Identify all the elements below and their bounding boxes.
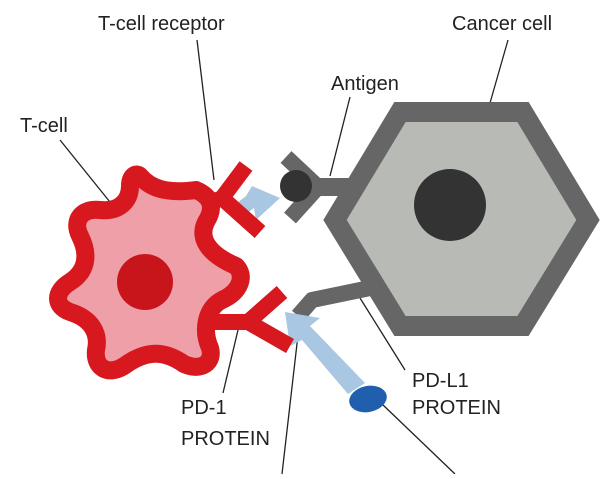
label-pd-l1-protein: PROTEIN xyxy=(412,397,501,419)
leader-lines xyxy=(59,39,509,475)
leader-pd-1 xyxy=(222,329,239,394)
t-cell-nucleus xyxy=(117,254,173,310)
cancer-cell xyxy=(323,102,600,336)
pd-l1-protein xyxy=(291,280,372,322)
leader-blocker-drug xyxy=(281,334,299,475)
leader-t-cell-receptor xyxy=(196,39,215,181)
label-pd-1-protein: PROTEIN xyxy=(181,428,270,450)
t-cell-receptor xyxy=(199,161,266,238)
label-pd-l1: PD-L1 xyxy=(412,370,469,392)
leader-antigen xyxy=(329,96,351,177)
label-t-cell: T-cell xyxy=(20,115,68,137)
antigen-stalk xyxy=(312,178,356,196)
leader-t-cell xyxy=(59,139,119,213)
blocker-oval xyxy=(349,385,387,413)
t-cell xyxy=(49,161,294,380)
cancer-cell-nucleus xyxy=(414,169,486,241)
label-t-cell-receptor: T-cell receptor xyxy=(98,13,225,35)
antigen-ball xyxy=(280,170,312,202)
blocker-arrow xyxy=(285,312,365,394)
antigen xyxy=(280,151,356,224)
leader-pd-l1 xyxy=(359,297,406,371)
pd-1-protein xyxy=(214,286,294,353)
label-cancer-cell: Cancer cell xyxy=(452,13,553,35)
label-antigen: Antigen xyxy=(331,73,399,95)
leader-blocker-right xyxy=(381,403,456,475)
label-pd-1: PD-1 xyxy=(181,397,227,419)
